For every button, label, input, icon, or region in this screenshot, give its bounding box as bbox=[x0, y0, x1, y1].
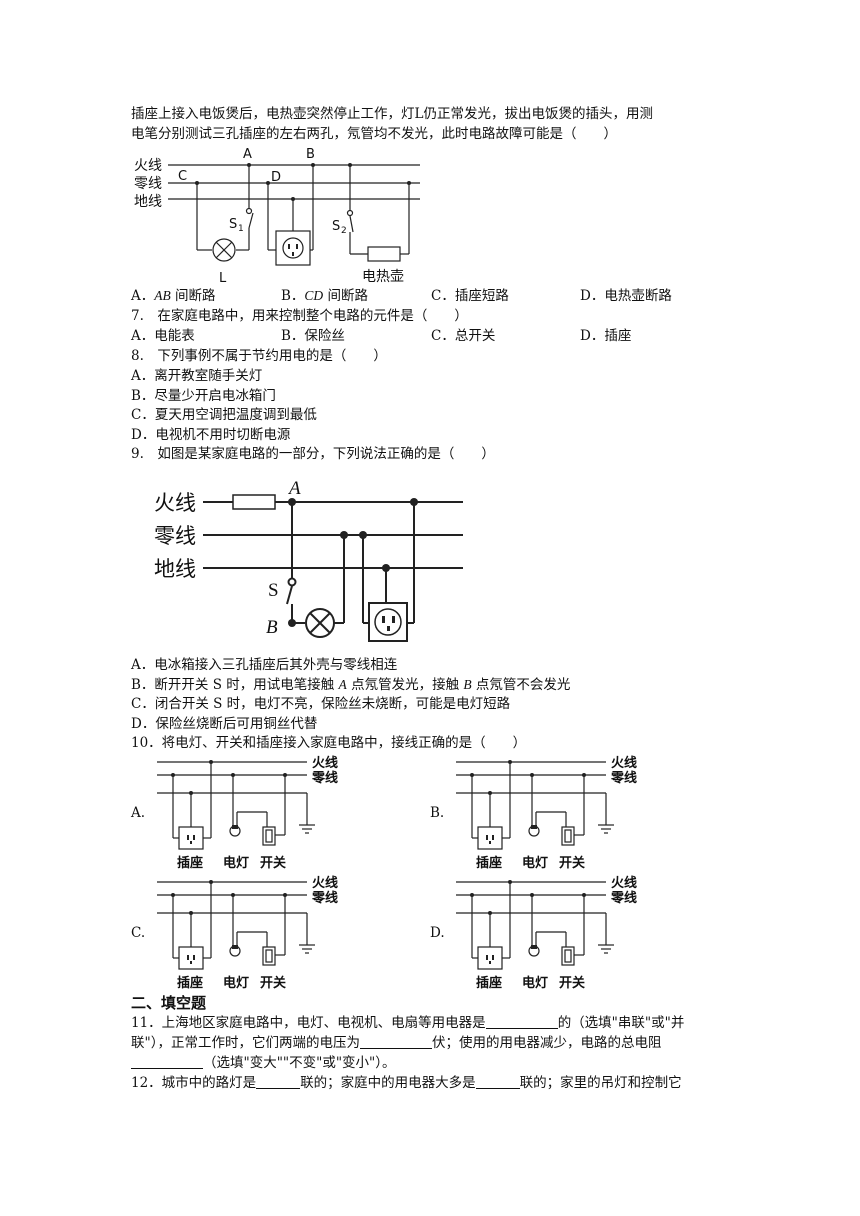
q6-zero-label: 零线 bbox=[134, 176, 162, 192]
q6-s1-sub: 1 bbox=[238, 224, 244, 234]
q6-s2-sub: 2 bbox=[341, 226, 347, 236]
q6-fire-label: 火线 bbox=[134, 158, 162, 174]
q7-option-a[interactable]: A．电能表 bbox=[131, 328, 195, 344]
q10-b-zero-label: 零线 bbox=[610, 770, 637, 786]
section-title-fill-in: 二、填空题 bbox=[131, 994, 207, 1012]
q8-stem: 8. 下列事例不属于节约用电的是（ ） bbox=[131, 348, 387, 364]
q8-option-b[interactable]: B．尽量少开启电冰箱门 bbox=[131, 388, 276, 404]
q10-label-a[interactable]: A. bbox=[131, 805, 146, 821]
q6-point-a: A bbox=[243, 147, 252, 162]
q10-diagram-a bbox=[157, 761, 315, 850]
q10-d-socket-label: 插座 bbox=[476, 975, 502, 991]
q10-c-switch-label: 开关 bbox=[260, 975, 286, 991]
q11-line2: 联"），正常工作时，它们两端的电压为伏；使用的用电器减少，电路的总电阻 bbox=[131, 1034, 662, 1051]
q10-c-fire-label: 火线 bbox=[312, 875, 338, 891]
q10-a-zero-label: 零线 bbox=[311, 770, 338, 786]
q10-a-fire-label: 火线 bbox=[312, 755, 338, 771]
q7-stem: 7. 在家庭电路中，用来控制整个电路的元件是（ ） bbox=[131, 308, 468, 324]
q10-d-switch-label: 开关 bbox=[559, 975, 585, 991]
q9-stem: 9. 如图是某家庭电路的一部分，下列说法正确的是（ ） bbox=[131, 446, 495, 462]
q11-blank-2[interactable] bbox=[359, 1034, 432, 1049]
q6-point-b: B bbox=[306, 147, 315, 162]
q10-diagram-c bbox=[157, 881, 315, 970]
q6-point-c: C bbox=[178, 169, 187, 184]
q12-blank-2[interactable] bbox=[475, 1074, 520, 1089]
q10-label-b[interactable]: B. bbox=[430, 805, 445, 821]
q10-stem: 10．将电灯、开关和插座接入家庭电路中，接线正确的是（ ） bbox=[131, 735, 527, 751]
q9-point-a: A bbox=[287, 478, 301, 499]
q10-d-lamp-label: 电灯 bbox=[522, 975, 548, 991]
q11-blank-3[interactable] bbox=[131, 1054, 203, 1069]
q9-option-a[interactable]: A．电冰箱接入三孔插座后其外壳与零线相连 bbox=[131, 657, 398, 673]
q10-a-lamp-label: 电灯 bbox=[223, 855, 249, 871]
q9-option-c[interactable]: C．闭合开关 S 时，电灯不亮，保险丝未烧断，可能是电灯短路 bbox=[131, 696, 511, 712]
q11-line1: 11．上海地区家庭电路中，电灯、电视机、电扇等用电器是的（选填"串联"或"并 bbox=[131, 1014, 685, 1031]
q10-b-socket-label: 插座 bbox=[476, 855, 502, 871]
q10-diagram-b bbox=[456, 761, 614, 850]
q6-point-d: D bbox=[271, 170, 281, 185]
q8-option-d[interactable]: D．电视机不用时切断电源 bbox=[131, 427, 291, 443]
q11-line3: （选填"变大""不变"或"变小"）。 bbox=[131, 1053, 396, 1073]
q9-switch-label: S bbox=[268, 580, 279, 601]
q6-option-b[interactable]: B．CD 间断路 bbox=[281, 288, 368, 304]
q10-c-zero-label: 零线 bbox=[311, 890, 338, 906]
q11-blank-1[interactable] bbox=[485, 1014, 558, 1029]
q10-label-d[interactable]: D. bbox=[430, 925, 445, 941]
q6-ground-label: 地线 bbox=[134, 194, 162, 210]
q9-option-d[interactable]: D．保险丝烧断后可用铜丝代替 bbox=[131, 716, 318, 732]
q8-option-c[interactable]: C．夏天用空调把温度调到最低 bbox=[131, 407, 317, 423]
q7-option-d[interactable]: D．插座 bbox=[580, 328, 632, 344]
q10-c-socket-label: 插座 bbox=[177, 975, 203, 991]
q10-d-fire-label: 火线 bbox=[611, 875, 637, 891]
q10-b-lamp-label: 电灯 bbox=[522, 855, 548, 871]
q9-point-b: B bbox=[266, 617, 278, 638]
q10-a-switch-label: 开关 bbox=[260, 855, 286, 871]
q6-kettle-label: 电热壶 bbox=[362, 269, 404, 285]
q9-zero-label: 零线 bbox=[154, 524, 196, 548]
q6-lamp-label: L bbox=[219, 271, 227, 286]
q6-line1: 插座上接入电饭煲后，电热壶突然停止工作，灯L仍正常发光，拔出电饭煲的插头，用测 bbox=[131, 106, 653, 122]
q12-blank-1[interactable] bbox=[256, 1074, 301, 1089]
q8-option-a[interactable]: A．离开教室随手关灯 bbox=[131, 368, 263, 384]
q9-option-b[interactable]: B．断开开关 S 时，用试电笔接触 A 点氖管发光，接触 B 点氖管不会发光 bbox=[131, 677, 571, 693]
q6-line2: 电笔分别测试三孔插座的左右两孔，氖管均不发光，此时电路故障可能是（ ） bbox=[131, 126, 617, 142]
q10-diagram-d bbox=[456, 881, 614, 970]
q7-option-b[interactable]: B．保险丝 bbox=[281, 328, 345, 344]
q6-s2-label: S bbox=[332, 219, 340, 234]
q9-ground-label: 地线 bbox=[154, 557, 196, 581]
q10-a-socket-label: 插座 bbox=[177, 855, 203, 871]
q9-fire-label: 火线 bbox=[154, 491, 196, 515]
q10-label-c[interactable]: C. bbox=[131, 925, 146, 941]
q6-s1-label: S bbox=[229, 217, 237, 232]
q10-b-switch-label: 开关 bbox=[559, 855, 585, 871]
q6-option-d[interactable]: D．电热壶断路 bbox=[580, 288, 672, 304]
q10-b-fire-label: 火线 bbox=[611, 755, 637, 771]
q6-option-a[interactable]: A．AB 间断路 bbox=[131, 288, 216, 304]
q10-d-zero-label: 零线 bbox=[610, 890, 637, 906]
q12-line1: 12．城市中的路灯是联的；家庭中的用电器大多是联的；家里的吊灯和控制它 bbox=[131, 1074, 682, 1091]
q10-c-lamp-label: 电灯 bbox=[223, 975, 249, 991]
q6-option-c[interactable]: C．插座短路 bbox=[431, 288, 509, 304]
q7-option-c[interactable]: C．总开关 bbox=[431, 328, 496, 344]
